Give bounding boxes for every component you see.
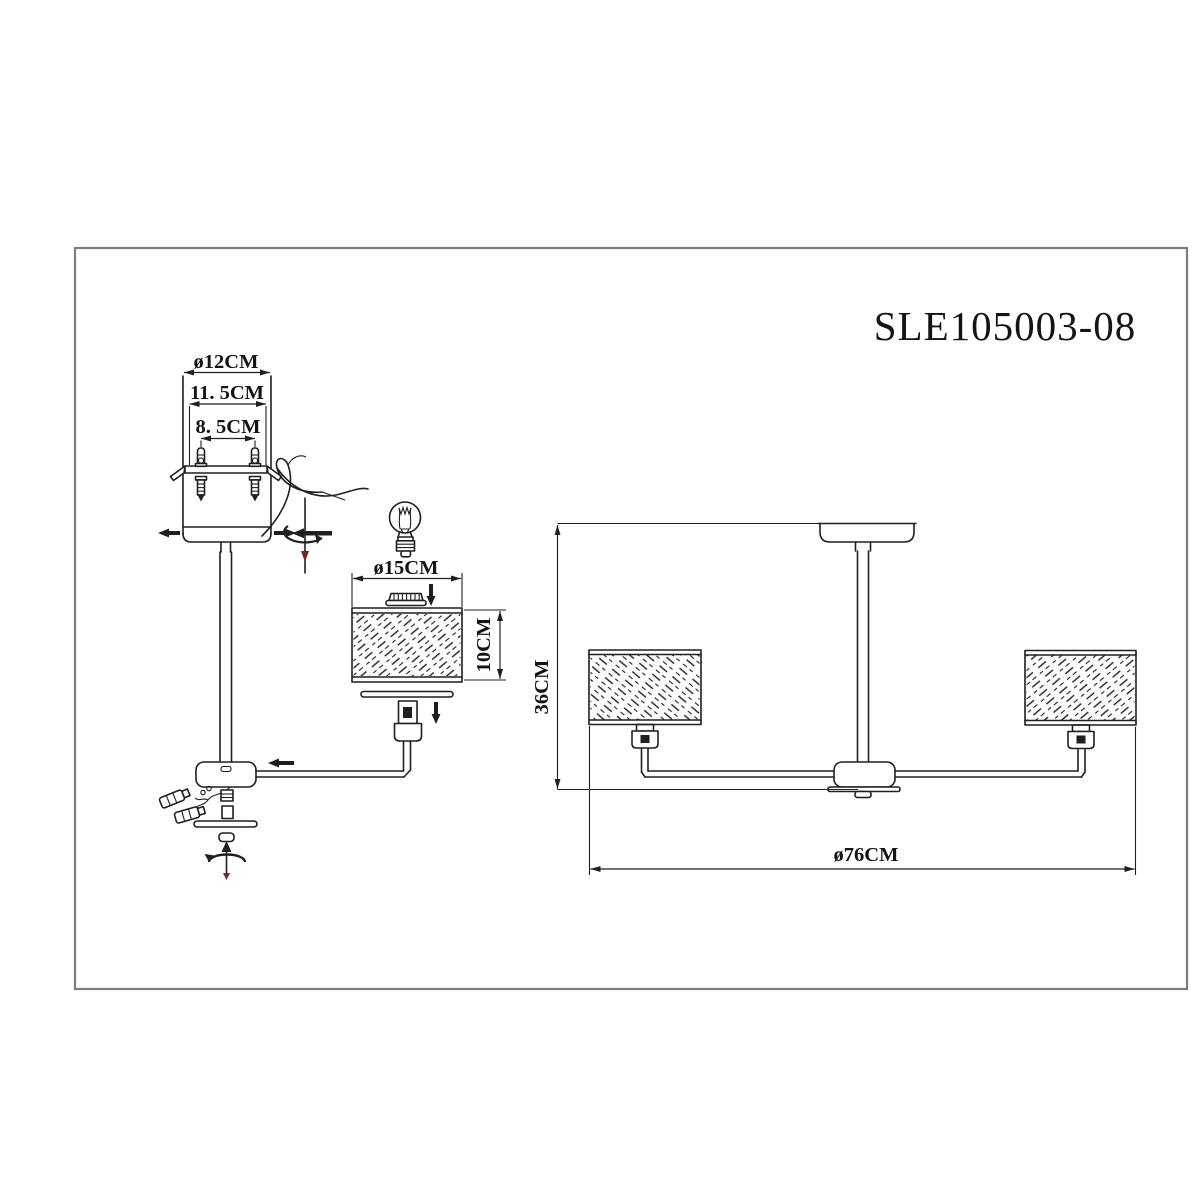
dim-bracket-width-label: 11. 5CM xyxy=(190,382,264,404)
dim-fixture-height: 36CM xyxy=(531,522,858,791)
diffuser-disc xyxy=(360,690,454,698)
mounting-detail-view: ø12CM 11. 5CM 8. 5CM xyxy=(158,351,412,880)
arrow-left-icon xyxy=(158,528,180,538)
cover-disc xyxy=(193,820,258,828)
central-hub xyxy=(195,761,257,788)
dim-fixture-height-label: 36CM xyxy=(531,660,553,715)
rotate-axis-icon xyxy=(283,497,332,574)
dim-shade-height: 10CM xyxy=(464,609,506,681)
arrow-down-icon xyxy=(426,584,436,606)
right-drum-shade xyxy=(1024,649,1137,726)
mounting-bracket-bar xyxy=(169,465,283,482)
shade-fitter-ring xyxy=(385,592,427,607)
dim-canopy-diameter: ø12CM xyxy=(184,351,270,376)
rotate-axis-icon xyxy=(204,841,247,880)
anchor-screw-left xyxy=(194,475,208,502)
lamp-arm xyxy=(255,740,412,778)
shade-detail-view: ø15CM 10 xyxy=(351,501,506,742)
dim-fixture-diameter: ø76CM xyxy=(588,726,1137,875)
safety-cable-sketch xyxy=(261,455,369,537)
dim-fixture-diameter-label: ø76CM xyxy=(834,844,899,866)
dim-hole-spacing: 8. 5CM xyxy=(196,416,261,447)
mounting-stud-left xyxy=(194,447,208,468)
hanging-rod xyxy=(219,551,233,763)
left-drum-shade xyxy=(588,649,702,726)
wire-connectors xyxy=(158,785,231,824)
lamp-socket-detail xyxy=(393,700,423,742)
cord-grip-parts xyxy=(220,789,234,820)
model-number-title: SLE105003-08 xyxy=(874,303,1137,349)
ceiling-canopy xyxy=(817,522,917,552)
arrow-left-icon xyxy=(268,758,294,768)
canopy-cup xyxy=(182,375,272,553)
light-bulb-icon xyxy=(388,501,422,558)
arrow-down-icon xyxy=(431,702,441,724)
left-arm xyxy=(640,747,835,778)
dim-shade-diameter-label: ø15CM xyxy=(374,557,439,579)
drum-shade-detail xyxy=(351,607,463,683)
drawing-frame xyxy=(73,246,1189,991)
hanging-rod xyxy=(856,550,870,763)
dim-hole-spacing-label: 8. 5CM xyxy=(196,416,261,438)
assembled-fixture-view: 36CM ø76CM xyxy=(531,522,1137,875)
finial-cap xyxy=(218,832,235,843)
dim-bracket-width: 11. 5CM xyxy=(188,382,267,465)
anchor-screw-right xyxy=(248,475,262,502)
dim-shade-height-label: 10CM xyxy=(473,618,495,673)
dim-shade-diameter: ø15CM xyxy=(351,557,463,607)
right-socket xyxy=(1067,724,1095,750)
mounting-stud-right xyxy=(248,447,262,468)
dim-canopy-diameter-label: ø12CM xyxy=(194,351,259,373)
left-socket xyxy=(631,723,659,749)
central-hub xyxy=(827,761,901,799)
right-arm xyxy=(894,747,1086,778)
